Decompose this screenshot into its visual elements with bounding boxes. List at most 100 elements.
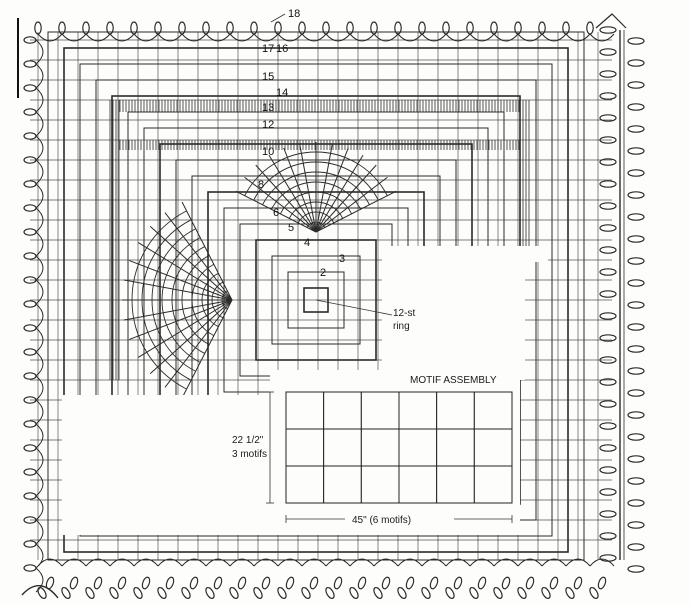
- scallop: [421, 558, 447, 567]
- fan-arc: [161, 237, 201, 363]
- fan-arc: [262, 171, 370, 205]
- picot: [213, 576, 223, 590]
- picot: [157, 586, 167, 600]
- picot: [627, 323, 645, 331]
- fan-arc: [271, 181, 361, 210]
- scallop: [469, 33, 495, 42]
- scallop: [517, 558, 543, 567]
- picot: [599, 554, 617, 562]
- picot: [589, 586, 599, 600]
- picot: [599, 290, 617, 298]
- picot: [237, 576, 247, 590]
- fan-stitch: [315, 147, 349, 233]
- scallop: [205, 33, 231, 42]
- picot: [599, 246, 617, 254]
- picot: [599, 180, 617, 188]
- scallop: [157, 558, 183, 567]
- scallop: [421, 33, 447, 42]
- picot: [627, 147, 645, 155]
- picot: [627, 191, 645, 199]
- picot: [599, 510, 617, 518]
- fan-arc: [181, 255, 210, 345]
- fan-stitch: [149, 299, 233, 374]
- scallop: [35, 255, 44, 281]
- picot: [627, 59, 645, 67]
- corner-peak: [595, 13, 627, 29]
- fan-stitch: [181, 201, 233, 301]
- scallop: [85, 558, 111, 567]
- ring-label-line1: 12-st: [393, 308, 415, 319]
- motif-cell: [436, 428, 475, 467]
- picot: [181, 586, 191, 600]
- fan-stitch: [129, 260, 233, 301]
- picot: [627, 125, 645, 133]
- picot: [117, 576, 127, 590]
- scallop: [35, 303, 44, 329]
- scallop: [35, 495, 44, 521]
- picot: [23, 348, 37, 356]
- fan-stitch: [235, 190, 317, 233]
- scallop: [301, 33, 327, 42]
- motif-assembly: MOTIF ASSEMBLY 22 1/2" 3 motifs 45" (6 m…: [232, 375, 513, 526]
- picot: [23, 468, 37, 476]
- fan-stitch: [137, 299, 233, 358]
- motif-cell: [398, 465, 438, 504]
- scallop: [35, 471, 44, 497]
- fan-arc: [211, 281, 224, 319]
- picot: [599, 158, 617, 166]
- fan-stitch: [123, 279, 233, 301]
- picot: [599, 312, 617, 320]
- picot: [285, 576, 295, 590]
- fan-stitch: [149, 226, 233, 301]
- picot: [627, 367, 645, 375]
- picot: [599, 92, 617, 100]
- fan-arc: [221, 290, 228, 310]
- fan-stitch: [181, 299, 233, 399]
- fan-arc: [151, 228, 196, 372]
- scallop: [397, 33, 423, 42]
- scallop: [35, 279, 44, 305]
- picot: [627, 433, 645, 441]
- scallop: [35, 375, 44, 401]
- picot: [23, 444, 37, 452]
- scallop: [35, 447, 44, 473]
- fan-arc: [171, 246, 205, 354]
- scallop: [229, 33, 255, 42]
- scallop: [35, 159, 44, 185]
- fan-arc: [131, 210, 187, 390]
- fan-stitch: [315, 164, 377, 233]
- picot: [23, 372, 37, 380]
- round-label-6: 6: [273, 207, 279, 219]
- scallop: [253, 558, 279, 567]
- scallop: [35, 183, 44, 209]
- round-label-14: 14: [276, 87, 288, 99]
- picot: [453, 576, 463, 590]
- scallop: [35, 39, 44, 65]
- scallop: [133, 558, 159, 567]
- picot: [627, 411, 645, 419]
- fan-stitch: [164, 212, 233, 301]
- scallop: [109, 33, 135, 42]
- scallop: [35, 63, 44, 89]
- picot: [405, 576, 415, 590]
- fan-arc: [244, 151, 388, 196]
- ring-label-line2: ring: [393, 321, 410, 332]
- scallop: [85, 33, 111, 42]
- fan-stitch: [299, 143, 317, 233]
- scallop: [493, 558, 519, 567]
- picot: [599, 202, 617, 210]
- assembly-grid: [285, 391, 513, 504]
- scallop: [589, 33, 615, 42]
- picot: [85, 586, 95, 600]
- motif-cell: [436, 391, 475, 430]
- fan-stitch: [315, 190, 397, 233]
- fan-stitch: [255, 164, 317, 233]
- assembly-title: MOTIF ASSEMBLY: [410, 375, 497, 386]
- picot: [469, 586, 479, 600]
- scallop: [565, 33, 591, 42]
- scallop: [181, 33, 207, 42]
- picot: [23, 252, 37, 260]
- picot: [229, 586, 239, 600]
- blank-area-edge: [625, 35, 690, 540]
